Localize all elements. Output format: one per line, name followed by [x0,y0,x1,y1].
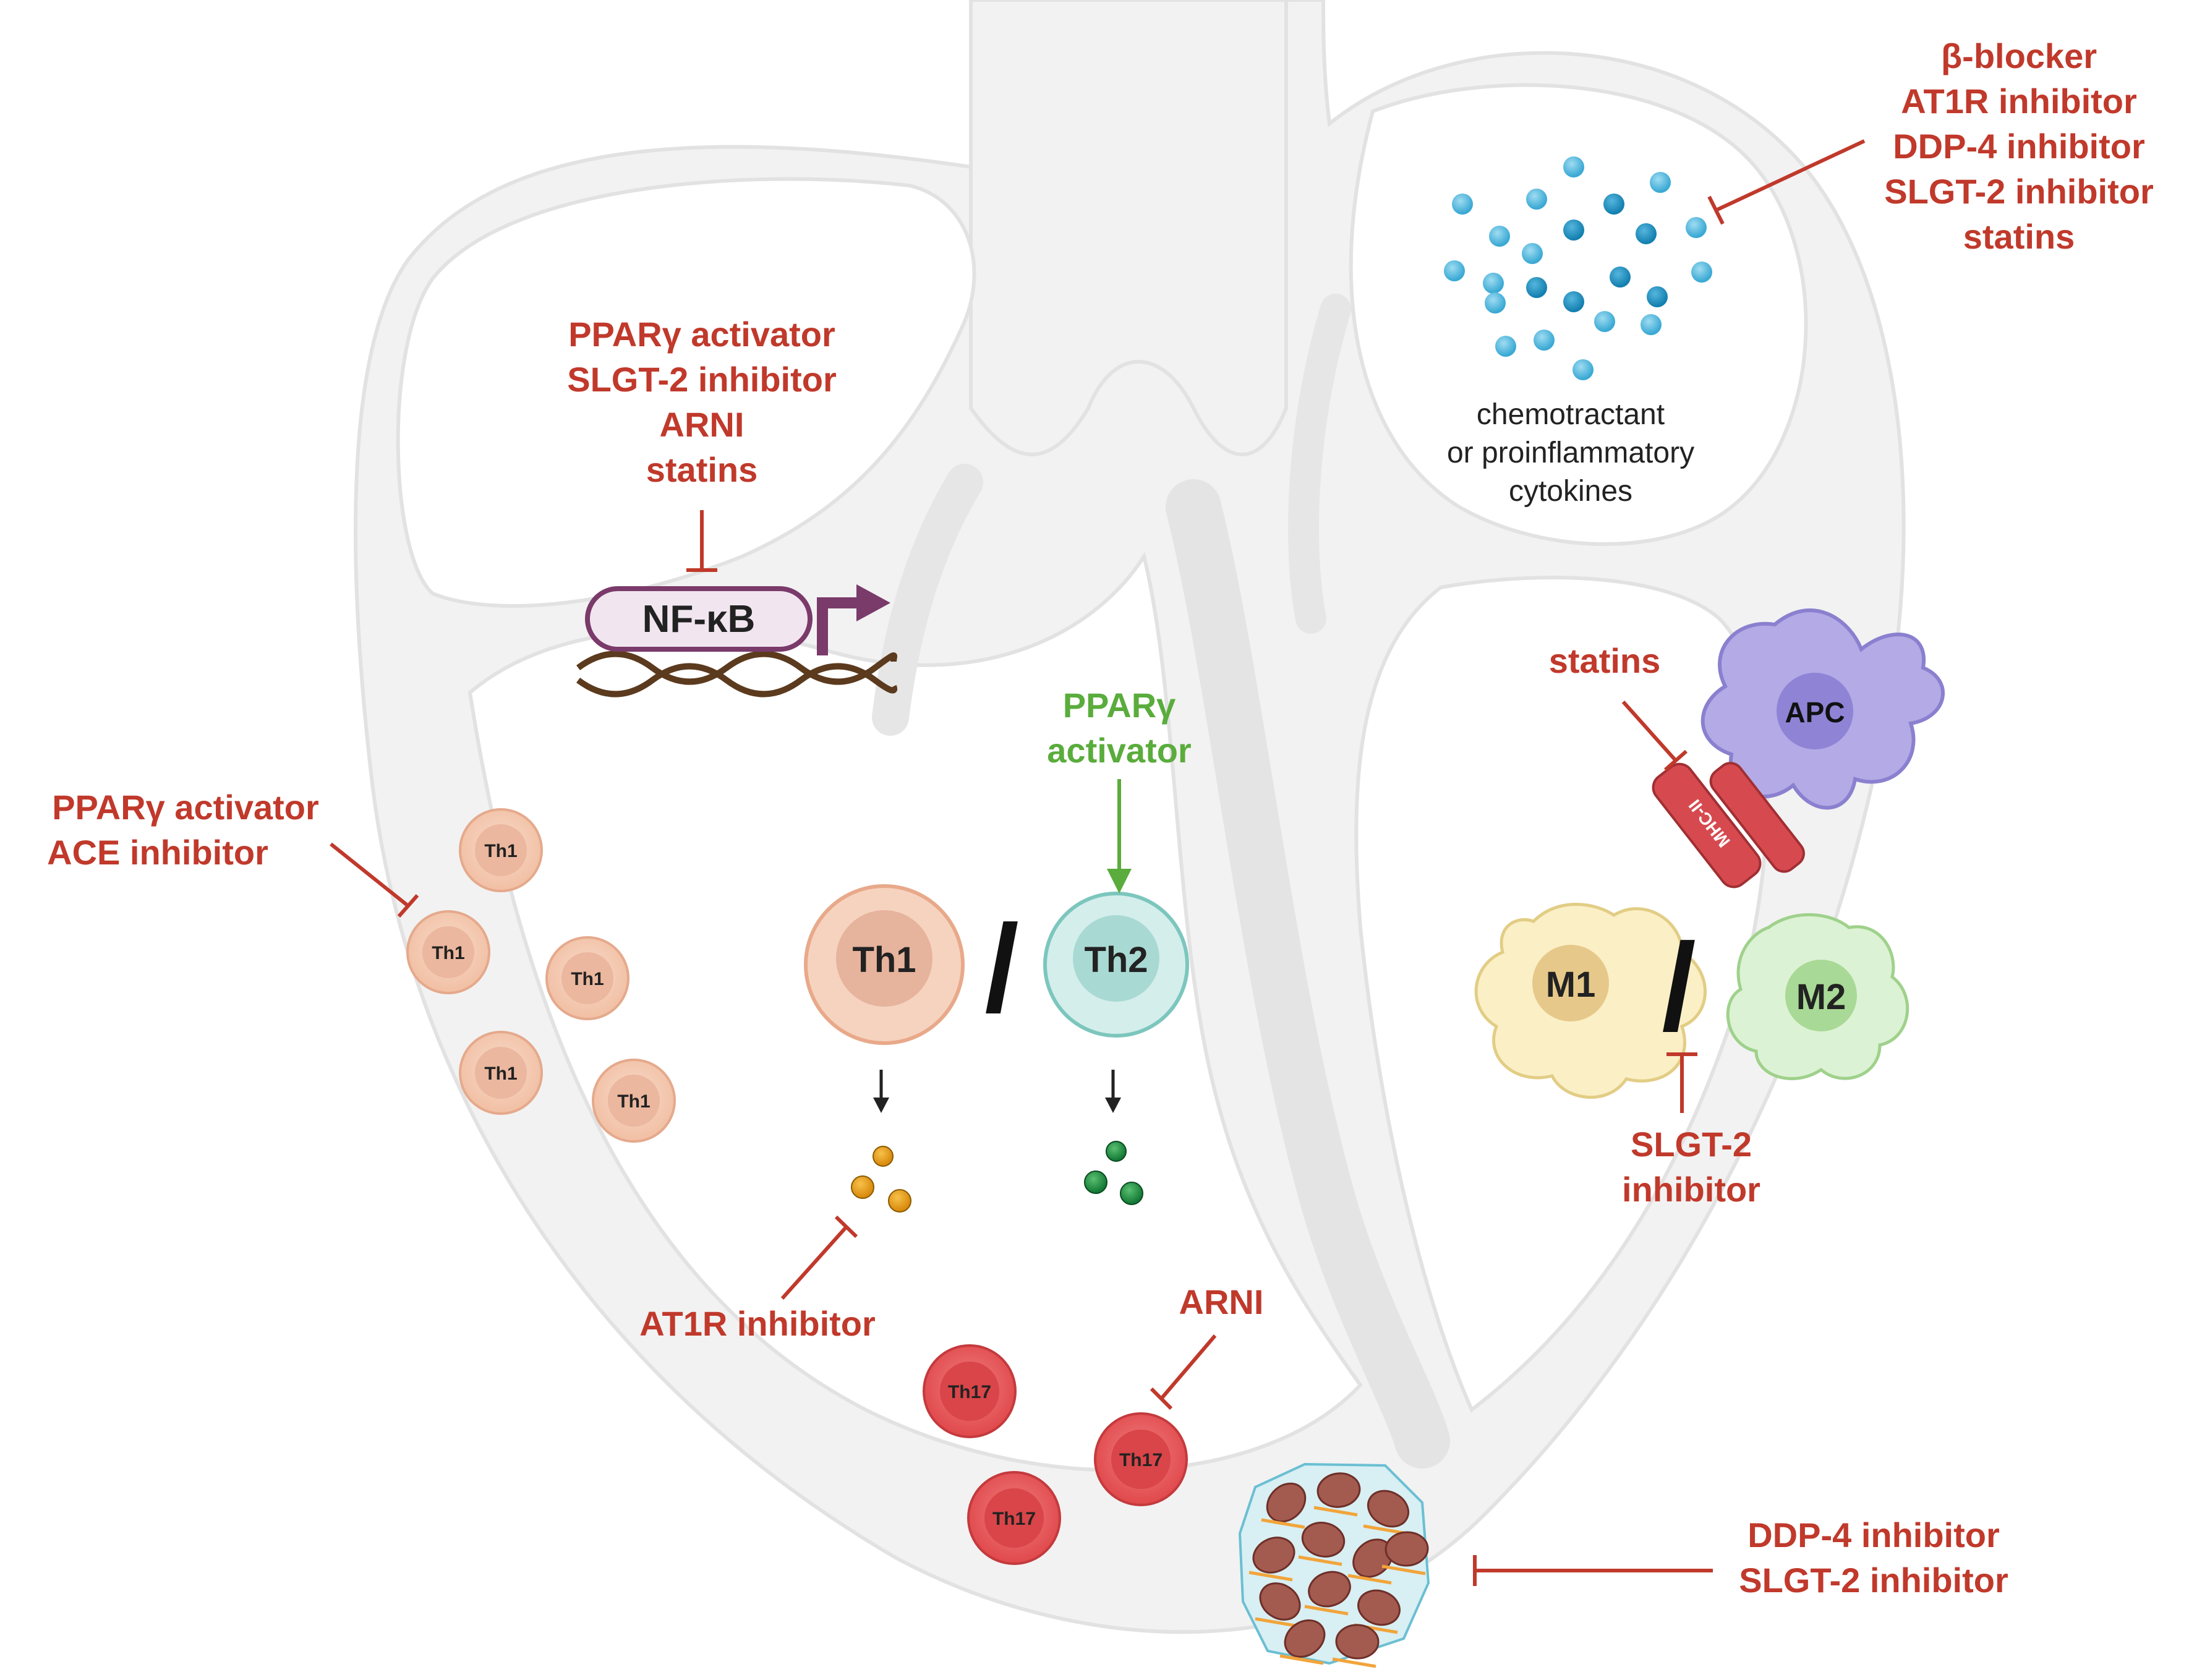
cytokine-drug-4: SLGT-2 inhibitor [1884,172,2154,211]
th1-small-label: Th1 [571,969,604,989]
apc-cell: APC [1700,608,1945,810]
apc-inhibition-line [1621,700,1688,772]
m2-macrophage: M2 [1726,913,1910,1080]
cytokine-inhibitor-labels: β-blocker AT1R inhibitor DDP-4 inhibitor… [1884,36,2154,256]
th1-cytokine-dots [851,1146,911,1213]
nfkb-inhibitor-labels: PPARγ activator SLGT-2 inhibitor ARNI st… [567,315,837,489]
th2-activator-labels: PPARγ activator [1047,686,1191,770]
th1-small-cell: Th1 [592,1059,676,1143]
m-separator: / [1662,918,1696,1056]
nfkb-box: NF-κB [585,586,813,652]
m-drug-1: SLGT-2 [1631,1125,1752,1164]
m1-macrophage: M1 [1474,903,1707,1099]
th1-small-label: Th1 [617,1091,650,1112]
fibrotic-tissue [1238,1462,1430,1668]
th-separator: / [984,900,1019,1038]
cytokine-dots [1444,156,1712,380]
th1-small-cell: Th1 [406,910,490,994]
th17-label: Th17 [992,1509,1036,1529]
th1-large-label: Th1 [852,940,916,980]
at1r-inhibition-line [780,1215,858,1300]
th17-label: Th17 [948,1382,991,1402]
cytokine-label-1: chemotractant [1477,398,1665,431]
m1-label: M1 [1546,965,1596,1005]
m-inhibition-line [1666,1052,1697,1113]
nfkb-drug-2: SLGT-2 inhibitor [567,360,837,399]
th2-large-label: Th2 [1084,940,1148,980]
cytokine-label-2: or proinflammatory [1447,437,1694,469]
th17-label: Th17 [1119,1450,1163,1470]
nfkb-inhibition-line [686,510,717,572]
nfkb-drug-3: ARNI [660,405,745,444]
th1-small-label: Th1 [484,1064,517,1084]
m-inhibitor-labels: SLGT-2 inhibitor [1622,1125,1760,1209]
arni-inhibition-line [1150,1334,1217,1410]
cytokine-drug-1: β-blocker [1941,36,2097,75]
th1-small-label: Th1 [484,841,517,861]
th2-cytokine-dots [1084,1141,1143,1205]
m-drug-2: inhibitor [1622,1170,1760,1209]
mhc-receptor: MHC-II [1652,762,1805,889]
th1-small-cell: Th1 [459,808,543,892]
cytokine-drug-2: AT1R inhibitor [1901,82,2137,121]
nfkb-drug-1: PPARγ activator [568,315,835,354]
cytokine-drug-5: statins [1963,217,2075,256]
th2-large-cell: Th2 [1043,892,1189,1038]
th2-secretion-arrow [1105,1070,1121,1113]
th2-activation-arrow [1107,779,1132,893]
th1-large-cell: Th1 [804,884,965,1045]
arni-label: ARNI [1179,1282,1264,1321]
th17-cell: Th17 [967,1471,1061,1565]
cytokine-drug-3: DDP-4 inhibitor [1893,127,2145,166]
fibrosis-inhibitor-labels: DDP-4 inhibitor SLGT-2 inhibitor [1739,1516,2008,1600]
heart-outline [354,0,1906,1634]
dna-helix [576,650,898,697]
th1-small-cell: Th1 [459,1031,543,1115]
apc-drug-label: statins [1549,641,1661,680]
th1-inhibitor-labels: PPARγ activator ACE inhibitor [47,788,319,872]
cytokine-label-3: cytokines [1509,475,1632,508]
th1-small-cell: Th1 [545,936,629,1020]
fibrosis-inhibition-line [1473,1555,1713,1586]
m2-label: M2 [1796,977,1846,1017]
th1-inhibition-line [330,842,419,918]
th2-activator-1: PPARγ [1063,686,1176,725]
th17-cell: Th17 [923,1344,1017,1438]
fibrosis-drug-2: SLGT-2 inhibitor [1739,1561,2008,1600]
th1-drug-1: PPARγ activator [52,788,319,827]
th2-activator-2: activator [1047,731,1191,770]
th17-cell: Th17 [1094,1412,1188,1506]
cytokine-label: chemotractant or proinflammatory cytokin… [1447,398,1694,508]
nfkb-label: NF-κB [642,598,756,641]
fibrosis-drug-1: DDP-4 inhibitor [1747,1516,2000,1554]
th1-small-label: Th1 [432,943,464,963]
nfkb-drug-4: statins [646,450,758,489]
apc-label: APC [1785,696,1845,728]
at1r-label: AT1R inhibitor [639,1304,876,1343]
th1-drug-2: ACE inhibitor [47,833,268,872]
transcription-arrow-icon [817,584,890,655]
th1-secretion-arrow [873,1070,889,1113]
cytokine-inhibition-line [1707,139,1866,225]
